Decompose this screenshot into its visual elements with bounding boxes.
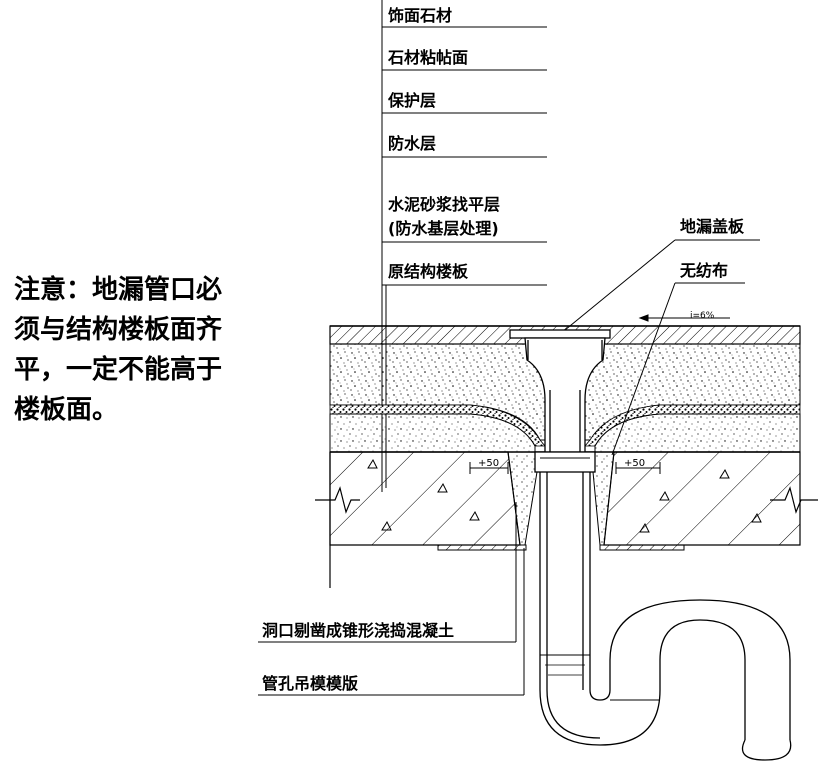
note-line: 楼板面。 [14, 395, 119, 425]
slab-aggregates [367, 458, 762, 533]
warning-note: 注意：地漏管口必 须与结构楼板面齐 平，一定不能高于 楼板面。 [14, 270, 284, 430]
label-slope: i=6% [690, 311, 715, 321]
label-waterproof-layer: 防水层 [388, 134, 437, 153]
label-base-treatment: (防水基层处理) [388, 219, 499, 238]
label-original-slab: 原结构楼板 [388, 262, 469, 281]
label-hole-chisel: 洞口剔凿成锥形浇捣混凝土 [262, 621, 455, 640]
label-leveling-layer: 水泥砂浆找平层 [388, 195, 501, 214]
break-lines [315, 452, 818, 588]
p-trap-pipe [539, 472, 792, 761]
label-protective-layer: 保护层 [388, 91, 437, 110]
label-finish-stone: 饰面石材 [388, 6, 453, 25]
label-formwork: 管孔吊模模版 [262, 674, 359, 693]
note-line: 注意：地漏管口必 [14, 275, 223, 305]
cone-infill-left [507, 451, 538, 546]
note-line: 平，一定不能高于 [14, 355, 223, 385]
label-nonwoven-fabric: 无纺布 [680, 261, 729, 280]
formwork-right [599, 544, 685, 551]
label-stone-bonding: 石材粘帖面 [388, 48, 469, 67]
callout-leaders [258, 239, 760, 696]
label-dim-right: +50 [624, 458, 646, 469]
leveling-layer-right [594, 413, 801, 453]
label-dim-left: +50 [478, 458, 500, 469]
formwork-left [437, 544, 527, 551]
pipe-flange [534, 451, 596, 473]
leveling-layer-left [329, 413, 536, 453]
drain-body [509, 329, 611, 453]
drain-cover-plate [509, 329, 611, 339]
label-drain-cover: 地漏盖板 [680, 217, 745, 236]
note-line: 须与结构楼板面齐 [14, 315, 223, 345]
cone-infill-right [592, 451, 615, 546]
